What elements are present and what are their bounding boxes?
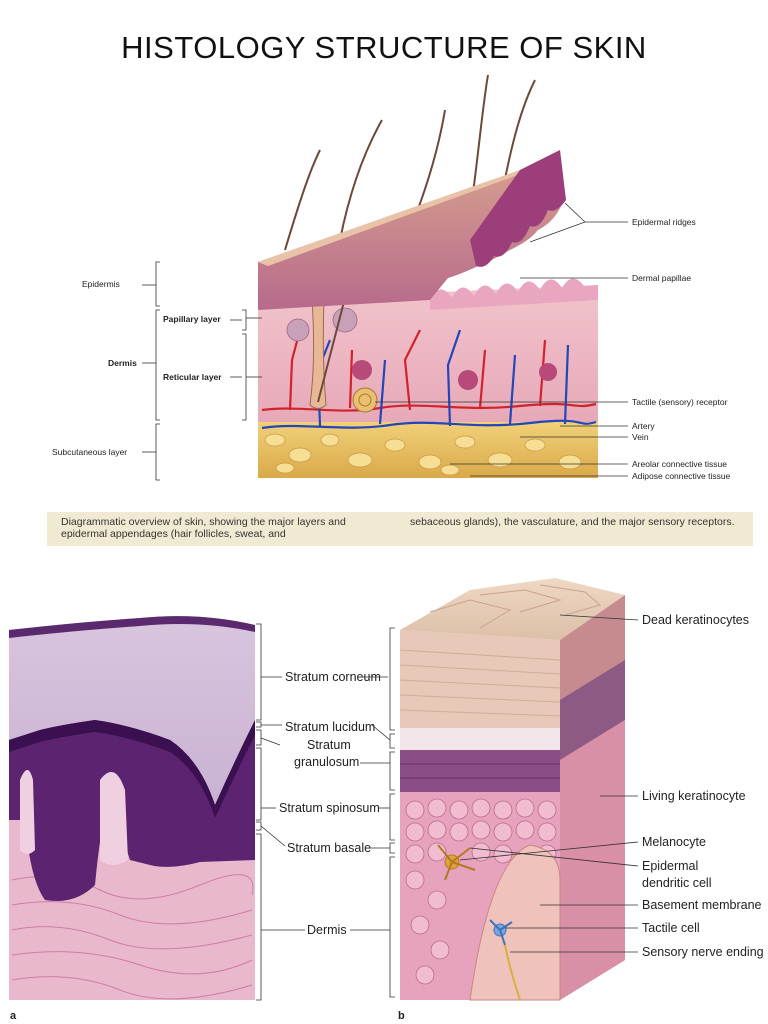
label-vein: Vein	[632, 432, 649, 442]
caption-right: sebaceous glands), the vasculature, and …	[410, 516, 735, 528]
label-reticular-layer: Reticular layer	[163, 372, 222, 382]
label-papillary-layer: Papillary layer	[163, 314, 221, 324]
panel-b-letter: b	[398, 1010, 405, 1022]
label-tactile-receptor: Tactile (sensory) receptor	[632, 397, 728, 407]
epidermis-block-illustration	[399, 578, 625, 1001]
label-basement-membrane: Basement membrane	[642, 898, 762, 912]
label-dermal-papillae: Dermal papillae	[632, 273, 691, 283]
label-melanocyte: Melanocyte	[642, 835, 706, 849]
label-epidermis: Epidermis	[82, 279, 120, 289]
panel-a-letter: a	[10, 1010, 17, 1022]
label-epidermal-ridges: Epidermal ridges	[632, 217, 696, 227]
label-epidermal-dendritic-1: Epidermal	[642, 859, 698, 873]
label-areolar-tissue: Areolar connective tissue	[632, 459, 727, 469]
caption-left: Diagrammatic overview of skin, showing t…	[61, 516, 346, 540]
label-epidermal-dendritic-2: dendritic cell	[642, 876, 711, 890]
label-dead-keratinocytes: Dead keratinocytes	[642, 613, 749, 627]
label-stratum-lucidum: Stratum lucidum	[285, 720, 375, 734]
label-adipose-tissue: Adipose connective tissue	[632, 471, 731, 481]
label-subcutaneous-layer: Subcutaneous layer	[52, 447, 127, 457]
page-title: HISTOLOGY STRUCTURE OF SKIN	[121, 30, 647, 65]
top-right-leaders	[375, 202, 628, 477]
top-left-brackets	[142, 261, 262, 481]
histology-micrograph	[9, 603, 255, 1000]
label-stratum-basale: Stratum basale	[287, 841, 371, 855]
label-living-keratinocyte: Living keratinocyte	[642, 789, 746, 803]
panel-b-left-brackets	[350, 627, 395, 998]
label-stratum-granulosum-2: granulosum	[294, 755, 359, 769]
label-dermis: Dermis	[108, 358, 137, 368]
label-stratum-corneum: Stratum corneum	[285, 670, 381, 684]
label-stratum-granulosum-1: Stratum	[307, 738, 351, 752]
panel-b-right-leaders	[459, 614, 639, 953]
skin-block-illustration	[258, 74, 598, 478]
label-tactile-cell: Tactile cell	[642, 921, 700, 935]
label-artery: Artery	[632, 421, 655, 431]
diagram-caption: Diagrammatic overview of skin, showing t…	[47, 512, 753, 546]
label-dermis-bottom: Dermis	[307, 923, 347, 937]
label-stratum-spinosum: Stratum spinosum	[279, 801, 380, 815]
label-sensory-nerve-ending: Sensory nerve ending	[642, 945, 764, 959]
panel-a-brackets	[256, 623, 305, 1001]
